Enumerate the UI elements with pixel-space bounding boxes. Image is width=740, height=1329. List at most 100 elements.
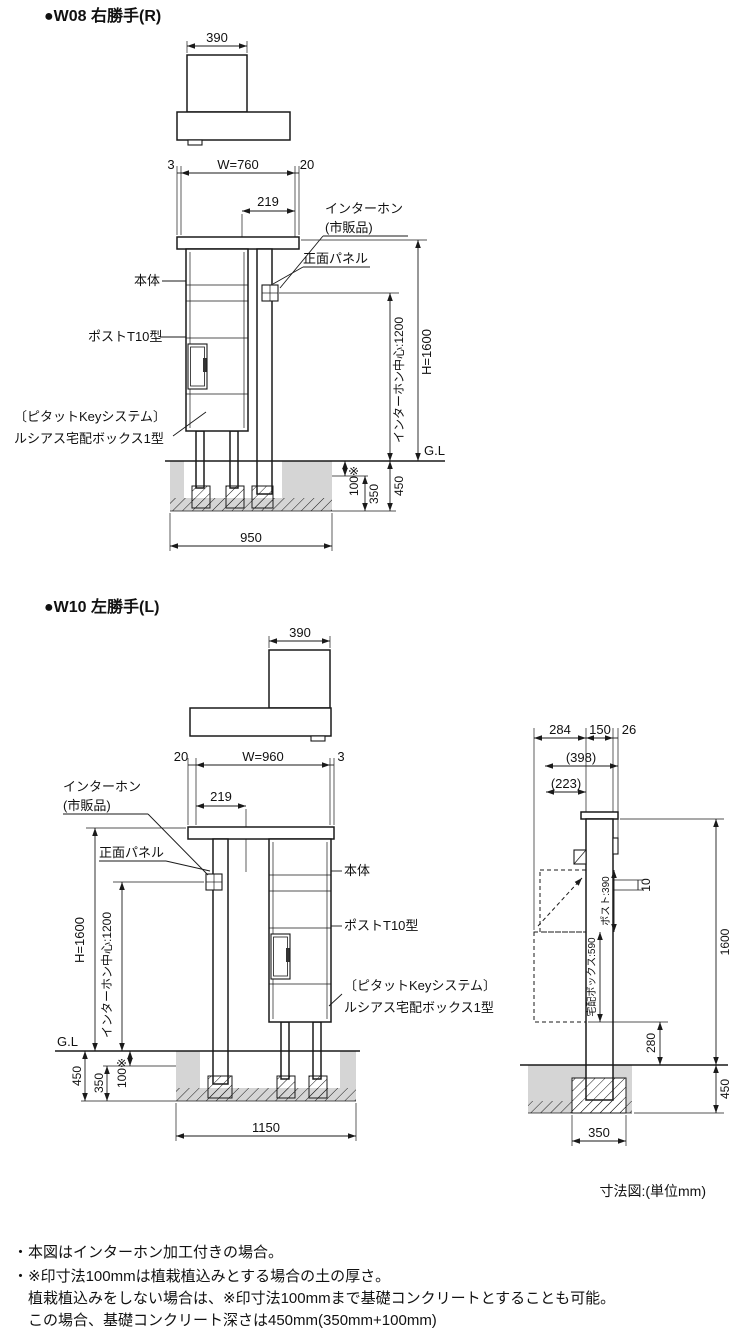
w10-dim-total-depth: 450 <box>70 1066 84 1086</box>
side-rear-bracket <box>612 837 619 855</box>
w08-bottom-dim: 950 <box>169 513 333 551</box>
side-dim-150: 150 <box>589 722 611 737</box>
w08-label-post: ポストT10型 <box>88 329 162 344</box>
w10-dim-offset-right: 3 <box>337 749 344 764</box>
side-postbox-outline <box>539 869 587 933</box>
side-deliverybox-outline <box>533 931 587 1023</box>
w08-body-topview <box>176 111 291 141</box>
w10-label-body: 本体 <box>344 863 370 878</box>
w08-dim-height: H=1600 <box>419 329 434 375</box>
w08-dim-total-depth: 450 <box>392 476 406 496</box>
w08-post-door <box>187 343 208 390</box>
w08-cap-topview <box>186 54 248 113</box>
side-dim-280: 280 <box>644 1033 658 1053</box>
w08-topview-width: 390 <box>206 30 228 45</box>
w10-foundation <box>55 1050 360 1102</box>
unit-note: 寸法図:(単位mm) <box>599 1183 706 1199</box>
side-bottom-dim: 350 <box>571 1115 627 1146</box>
w10-dim-height: H=1600 <box>72 917 87 963</box>
side-dim-26: 26 <box>622 722 636 737</box>
w10-post-door <box>270 933 291 980</box>
side-dim-post-height: ポスト:390 <box>600 876 612 926</box>
w10-door-handle <box>286 948 290 962</box>
notes-block: ・本図はインターホン加工付きの場合。 ・※印寸法100mmは植栽植込みとする場合… <box>13 1244 615 1329</box>
w10-dim-base-width: 1150 <box>252 1120 280 1135</box>
w10-label-system-1: 〔ピタットKeyシステム〕 <box>344 978 496 993</box>
w08-door-handle <box>203 358 207 372</box>
w10-label-gl: G.L <box>57 1034 78 1049</box>
w10-body-topview <box>189 707 332 737</box>
w10-vertical-dims: H=1600 インターホン中心:1200 450 350 100※ <box>70 827 204 1102</box>
w08-label-system-1: 〔ピタットKeyシステム〕 <box>14 409 166 424</box>
side-dim-223: (223) <box>551 776 581 791</box>
w10-label-post: ポストT10型 <box>344 918 418 933</box>
w08-drawing: ●W08 右勝手(R) 390 3 W=760 20 219 <box>14 6 445 551</box>
w08-dim-offset-right: 20 <box>300 157 314 172</box>
w08-dim-foundation: 350 <box>367 484 381 504</box>
side-dim-398: (398) <box>566 750 596 765</box>
w08-label-system-2: ルシアス宅配ボックス1型 <box>14 431 164 446</box>
side-view-drawing: 284 150 26 (398) (223) <box>520 722 732 1146</box>
w08-leg-right <box>229 430 239 489</box>
side-cap <box>580 811 619 820</box>
w10-top-dims: 20 W=960 3 219 <box>174 749 345 872</box>
w10-structure <box>187 826 335 1085</box>
side-dim-height-1600: 1600 <box>718 928 732 955</box>
w10-drawing: ●W10 左勝手(L) 390 20 W=960 3 219 <box>44 597 496 1141</box>
w10-cap-topview <box>268 649 331 709</box>
w08-label-intercom-2: (市販品) <box>325 220 373 235</box>
w08-top-dims: 3 W=760 20 219 <box>167 157 314 283</box>
w08-title: ●W08 右勝手(R) <box>44 6 161 25</box>
w08-dim-soil: 100※ <box>347 466 361 496</box>
note-line-3: 植栽植込みをしない場合は、※印寸法100mmまで基礎コンクリートとすることも可能… <box>28 1290 615 1307</box>
w10-dim-intercom-offset: 219 <box>210 789 232 804</box>
w08-foundation <box>165 460 445 512</box>
w10-unit-body <box>268 838 332 1023</box>
w08-structure <box>176 236 300 495</box>
w08-labels: インターホン (市販品) 正面パネル 本体 ポストT10型 〔ピタットKeyシス… <box>14 201 445 458</box>
note-line-4: この場合、基礎コンクリート深さは450mm(350mm+100mm) <box>28 1312 437 1329</box>
w08-label-body: 本体 <box>134 273 160 288</box>
w10-dim-foundation: 350 <box>92 1073 106 1093</box>
note-line-2: ・※印寸法100mmは植栽植込みとする場合の土の厚さ。 <box>13 1268 390 1285</box>
w10-title: ●W10 左勝手(L) <box>44 597 159 616</box>
w08-label-front-panel: 正面パネル <box>303 251 368 266</box>
w08-label-intercom: インターホン <box>325 201 403 216</box>
w10-label-system-2: ルシアス宅配ボックス1型 <box>344 1000 494 1015</box>
w08-top-slab <box>176 236 300 250</box>
note-line-1: ・本図はインターホン加工付きの場合。 <box>13 1244 283 1261</box>
w08-mount-topview <box>187 139 203 146</box>
side-dim-base-depth: 350 <box>588 1125 610 1140</box>
w10-topview-width: 390 <box>289 625 311 640</box>
side-hidden-boxes <box>533 869 587 1023</box>
w08-dim-offset-left: 3 <box>167 157 174 172</box>
w08-dim-width: W=760 <box>217 157 259 172</box>
side-dim-284: 284 <box>549 722 571 737</box>
w10-mount-topview <box>310 735 326 742</box>
w10-top-view: 390 <box>189 625 332 742</box>
w10-bottom-dim: 1150 <box>175 1103 357 1141</box>
side-door-swing <box>537 877 583 927</box>
side-vertical-dims: ポスト:390 宅配ボックス:590 10 1600 280 450 <box>585 818 732 1114</box>
side-dim-gap-10: 10 <box>639 878 653 892</box>
w08-vertical-dims: H=1600 インターホン中心:1200 100※ 350 450 <box>279 239 434 512</box>
w10-label-intercom-2: (市販品) <box>63 798 111 813</box>
w08-dim-intercom-offset: 219 <box>257 194 279 209</box>
w08-leg-left <box>195 430 205 489</box>
w10-labels: インターホン (市販品) 正面パネル 本体 ポストT10型 〔ピタットKeyシス… <box>57 779 496 1049</box>
w08-top-view: 390 <box>176 30 291 146</box>
w10-dim-intercom-center: インターホン中心:1200 <box>99 912 114 1038</box>
w10-dim-soil: 100※ <box>115 1058 129 1088</box>
w08-dim-base-width: 950 <box>240 530 262 545</box>
side-top-dims: 284 150 26 (398) (223) <box>533 722 636 930</box>
w08-label-gl: G.L <box>424 443 445 458</box>
w10-dim-width: W=960 <box>242 749 284 764</box>
side-foundation <box>520 1064 728 1114</box>
w10-label-intercom: インターホン <box>63 779 141 794</box>
w08-dim-intercom-center: インターホン中心:1200 <box>391 317 406 443</box>
w08-unit-body <box>185 248 249 432</box>
w10-dim-offset-left: 20 <box>174 749 188 764</box>
side-dim-below-ground: 450 <box>718 1079 732 1099</box>
